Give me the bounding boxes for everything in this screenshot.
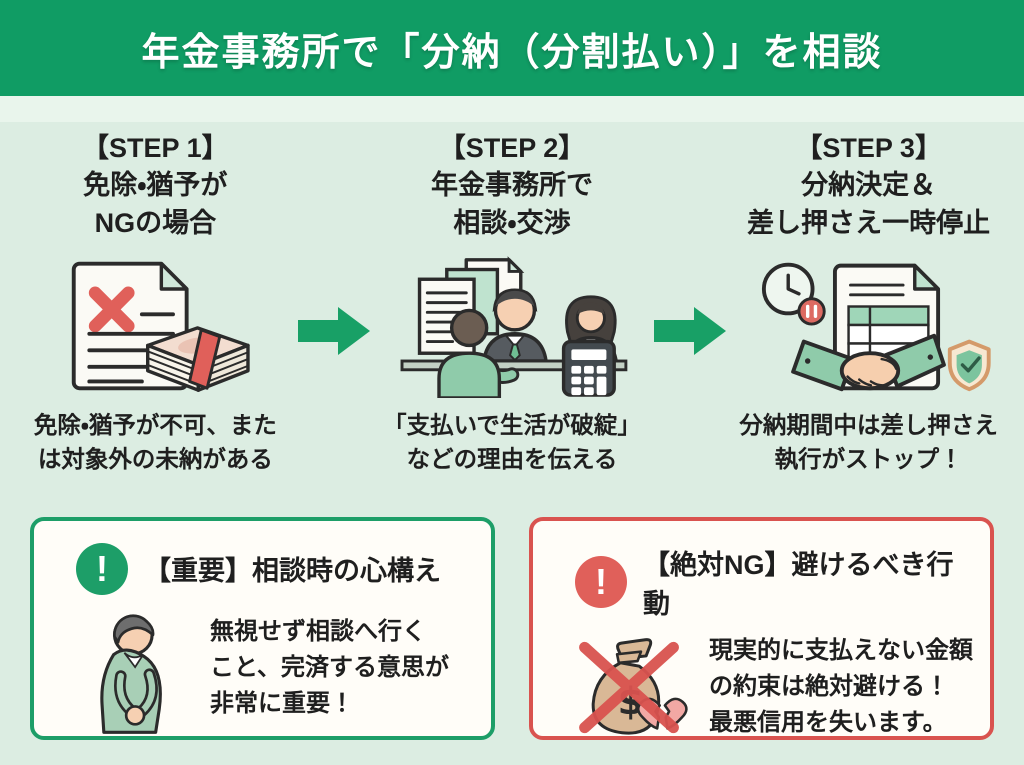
- crossed-money-bag-broken-heart-icon: $: [571, 627, 699, 748]
- important-note-body: 無視せず相談へ行く こと、完済する意思が 非常に重要！: [72, 601, 475, 735]
- important-note-line-1: 無視せず相談へ行く: [210, 617, 426, 645]
- step-1: 【STEP 1】 免除・猶予が NGの場合: [16, 130, 295, 476]
- step-1-caption-line-2: は対象外の未納がある: [37, 445, 273, 472]
- exclamation-icon: !: [76, 542, 128, 595]
- important-note-line-3: 非常に重要！: [210, 689, 354, 717]
- exclamation-icon: !: [575, 555, 627, 608]
- consultation-desk-icon: [373, 250, 652, 400]
- step-1-title-line-1: 免除・猶予が: [83, 170, 228, 201]
- step-2-heading: 【STEP 2】 年金事務所で 相談・交渉: [373, 130, 652, 242]
- steps-row: 【STEP 1】 免除・猶予が NGの場合: [0, 122, 1024, 476]
- rejected-document-money-icon: [16, 250, 295, 400]
- step-3-caption: 分納期間中は差し押さえ 執行がストップ！: [729, 408, 1008, 476]
- ng-note-line-3: 最悪信用を失います。: [709, 709, 947, 737]
- ng-note-text: 現実的に支払えない金額 の約束は絶対避ける！ 最悪信用を失います。: [709, 633, 973, 741]
- important-note-header: ! 【重要】相談時の心構え: [76, 542, 475, 595]
- step-2-caption-line-2: などの理由を伝える: [406, 445, 618, 472]
- important-note-title: 【重要】相談時の心構え: [144, 556, 441, 587]
- handshake-pause-shield-icon: [729, 250, 1008, 400]
- arrow-right-icon-2: [651, 303, 729, 359]
- bowing-person-icon: [72, 601, 200, 735]
- arrow-right-icon-1: [295, 303, 373, 359]
- step-2-caption: 「支払いで生活が破綻」 などの理由を伝える: [373, 408, 652, 476]
- banner: 年金事務所で「分納（分割払い）」を相談: [0, 0, 1024, 96]
- step-1-caption-line-1: 免除・猶予が不可、また: [33, 411, 277, 438]
- ng-note-line-1: 現実的に支払えない金額: [709, 637, 973, 665]
- step-1-title-line-2: NGの場合: [94, 207, 217, 238]
- important-note-line-2: こと、完済する意思が: [210, 653, 450, 681]
- step-1-caption: 免除・猶予が不可、また は対象外の未納がある: [16, 408, 295, 476]
- ng-note-title: 【絶対NG】避けるべき行動: [643, 549, 954, 619]
- step-3-heading: 【STEP 3】 分納決定＆ 差し押さえ一時停止: [729, 130, 1008, 242]
- important-note-text: 無視せず相談へ行く こと、完済する意思が 非常に重要！: [210, 614, 449, 722]
- step-2: 【STEP 2】 年金事務所で 相談・交渉: [373, 130, 652, 476]
- step-1-label: 【STEP 1】: [82, 133, 229, 163]
- page-title: 年金事務所で「分納（分割払い）」を相談: [141, 31, 883, 74]
- ng-note-box: ! 【絶対NG】避けるべき行動 $: [529, 516, 994, 740]
- step-3: 【STEP 3】 分納決定＆ 差し押さえ一時停止: [729, 130, 1008, 476]
- step-3-label: 【STEP 3】: [795, 133, 942, 163]
- ng-note-header: ! 【絶対NG】避けるべき行動: [575, 543, 974, 621]
- step-3-title-line-2: 差し押さえ一時停止: [747, 207, 991, 238]
- step-3-title-line-1: 分納決定＆: [801, 170, 937, 201]
- ng-note-line-2: の約束は絶対避ける！: [709, 673, 949, 701]
- ng-note-body: $ 現実的に支払えない金額 の約束は絶対避ける！ 最悪信用を失います。: [571, 627, 974, 748]
- banner-divider: [0, 96, 1024, 122]
- notes-row: ! 【重要】相談時の心構え: [0, 476, 1024, 740]
- step-1-heading: 【STEP 1】 免除・猶予が NGの場合: [16, 130, 295, 242]
- step-2-label: 【STEP 2】: [438, 133, 586, 163]
- important-note-box: ! 【重要】相談時の心構え: [30, 516, 495, 740]
- step-3-caption-line-1: 分納期間中は差し押さえ: [739, 411, 998, 438]
- step-3-caption-line-2: 執行がストップ！: [774, 445, 963, 472]
- step-2-caption-line-1: 「支払いで生活が破綻」: [383, 411, 641, 438]
- step-2-title-line-2: 相談・交渉: [453, 207, 571, 238]
- step-2-title-line-1: 年金事務所で: [431, 170, 593, 201]
